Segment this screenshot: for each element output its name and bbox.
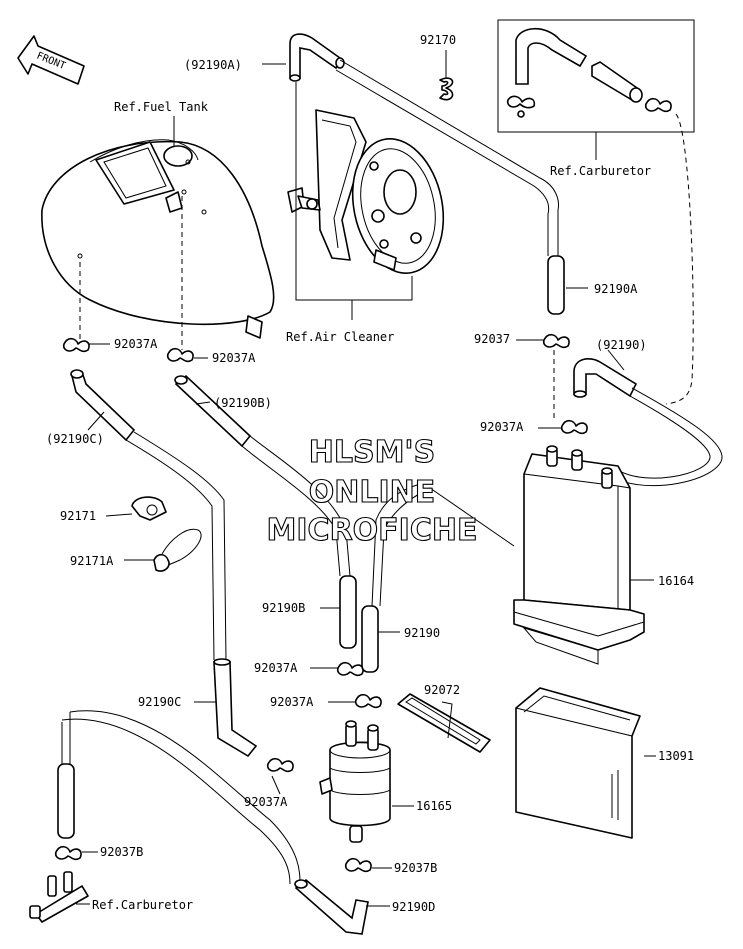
clip-92037A-mid-lower — [336, 661, 364, 677]
hose-lower-left — [57, 710, 301, 885]
label-92190A-top: (92190A) — [184, 58, 242, 72]
fuel-tank-drawing — [41, 139, 275, 339]
label-92037A-right: 92037A — [480, 420, 524, 434]
label-92171: 92171 — [60, 509, 96, 523]
label-ref-carburetor-top: Ref.Carburetor — [550, 164, 651, 178]
label-92190: 92190 — [404, 626, 440, 640]
hose-long-canister-link — [429, 487, 515, 547]
hose-92190-lower — [361, 483, 431, 673]
label-92037-right: 92037 — [474, 332, 510, 346]
front-arrow-icon: FRONT — [17, 35, 85, 85]
callout-labels: Ref.Fuel Tank (92190A) 92170 Ref.Carbure… — [46, 33, 694, 914]
label-92190C: 92190C — [138, 695, 181, 709]
clip-92037A-low — [266, 757, 294, 773]
label-92190A-right: 92190A — [594, 282, 638, 296]
label-ref-fuel-tank: Ref.Fuel Tank — [114, 100, 209, 114]
label-92170: 92170 — [420, 33, 456, 47]
strap-92072 — [397, 693, 491, 753]
label-16165: 16165 — [416, 799, 452, 813]
label-92190C-paren: (92190C) — [46, 432, 104, 446]
canister-16164 — [513, 445, 645, 665]
clip-92037A-left2 — [166, 347, 194, 363]
clip-92037B-left — [54, 845, 82, 861]
label-92072: 92072 — [424, 683, 460, 697]
watermark-line1: HLSM'S — [309, 435, 435, 470]
carburetor-inset — [497, 19, 695, 133]
clamp-92170 — [439, 77, 454, 101]
clip-92037B-right — [344, 857, 372, 873]
hose-92190-upper — [573, 358, 723, 487]
fuel-filter-16165 — [319, 720, 391, 843]
watermark: HLSM'S ONLINE MICROFICHE — [266, 434, 478, 548]
label-92190-paren: (92190) — [596, 338, 647, 352]
clamp-92171A — [153, 528, 202, 572]
air-cleaner-drawing — [287, 109, 445, 274]
label-92037B-right: 92037B — [394, 861, 437, 875]
clip-92037A-left1 — [62, 337, 90, 353]
guide-lines — [295, 82, 694, 420]
label-92190D: 92190D — [392, 900, 435, 914]
label-92037A-low: 92037A — [244, 795, 288, 809]
label-92037A-mid1: 92037A — [254, 661, 298, 675]
long-hose-92190A — [335, 59, 565, 315]
clip-92037-right — [542, 333, 570, 349]
clip-92037A-mid-upper — [354, 693, 382, 709]
label-13091: 13091 — [658, 749, 694, 763]
label-92190B-paren: (92190B) — [214, 396, 272, 410]
label-92037B-left: 92037B — [100, 845, 143, 859]
bracket-13091 — [515, 687, 641, 839]
label-16164: 16164 — [658, 574, 694, 588]
label-ref-carburetor-bottom: Ref.Carburetor — [92, 898, 193, 912]
clip-92037A-right — [560, 419, 588, 435]
hose-92190C — [70, 369, 258, 758]
hose-92190A-top — [289, 33, 345, 82]
watermark-line3: MICROFICHE — [267, 513, 478, 548]
label-92171A: 92171A — [70, 554, 114, 568]
hose-92190B — [174, 374, 357, 649]
clamp-92171 — [131, 496, 167, 521]
tank-drop-lines — [79, 196, 183, 350]
hose-92190D — [294, 878, 369, 935]
leader-lines — [76, 50, 656, 907]
watermark-line2: ONLINE — [309, 475, 436, 510]
label-92190B: 92190B — [262, 601, 305, 615]
label-92037A-mid2: 92037A — [270, 695, 314, 709]
carburetor-fitting — [29, 871, 89, 923]
label-92037A-left2: 92037A — [212, 351, 256, 365]
label-92037A-left1: 92037A — [114, 337, 158, 351]
label-ref-air-cleaner: Ref.Air Cleaner — [286, 330, 394, 344]
